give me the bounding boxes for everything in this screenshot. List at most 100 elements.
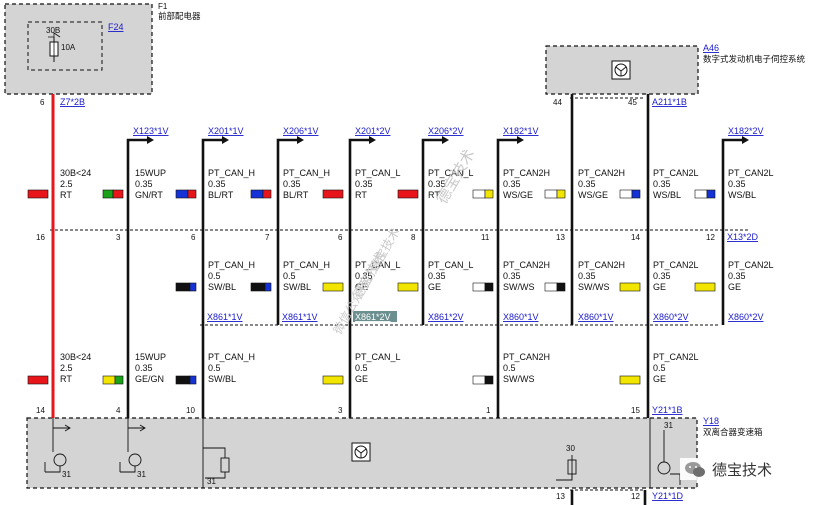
svg-text:15WUP: 15WUP <box>135 168 166 178</box>
svg-text:GN/RT: GN/RT <box>135 190 163 200</box>
svg-text:SW/BL: SW/BL <box>283 282 311 292</box>
svg-text:3: 3 <box>116 233 121 242</box>
svg-text:PT_CAN_H: PT_CAN_H <box>208 260 255 270</box>
connector-highlight <box>353 311 397 322</box>
svg-text:X860*1V: X860*1V <box>503 312 539 322</box>
svg-text:X860*1V: X860*1V <box>578 312 614 322</box>
connector-x182-1v[interactable]: X182*1V <box>503 126 539 136</box>
pin-numbers-mid: 16 3 6 7 6 8 11 13 14 12 <box>36 233 715 242</box>
svg-text:30B<24: 30B<24 <box>60 168 91 178</box>
svg-text:GE: GE <box>653 282 666 292</box>
svg-text:PT_CAN2L: PT_CAN2L <box>728 260 774 270</box>
connector-z7-2b[interactable]: Z7*2B <box>60 97 85 107</box>
gearbox-ground-1: 31 <box>62 470 71 479</box>
connector-x206-1v[interactable]: X206*1V <box>283 126 319 136</box>
connector-x201-2v[interactable]: X201*2V <box>355 126 391 136</box>
svg-text:0.35: 0.35 <box>428 271 446 281</box>
svg-text:15WUP: 15WUP <box>135 352 166 362</box>
fuse-panel-box[interactable] <box>4 3 153 95</box>
dme-pin-44: 44 <box>553 98 562 107</box>
connector-y21-1b[interactable]: Y21*1B <box>652 405 683 415</box>
svg-text:PT_CAN2H: PT_CAN2H <box>503 260 550 270</box>
svg-text:PT_CAN_H: PT_CAN_H <box>208 352 255 362</box>
dme-pin-45: 45 <box>628 98 637 107</box>
wire-lines <box>51 94 742 505</box>
svg-text:0.35: 0.35 <box>428 179 446 189</box>
connector-x206-2v[interactable]: X206*2V <box>428 126 464 136</box>
svg-text:GE: GE <box>728 282 741 292</box>
svg-text:RT: RT <box>60 374 72 384</box>
pin-top-left: 6 <box>40 98 45 107</box>
svg-text:WS/GE: WS/GE <box>578 190 608 200</box>
svg-text:PT_CAN2H: PT_CAN2H <box>578 260 625 270</box>
svg-text:0.35: 0.35 <box>355 179 373 189</box>
svg-text:0.35: 0.35 <box>208 179 226 189</box>
svg-text:WS/GE: WS/GE <box>503 190 533 200</box>
svg-text:BL/RT: BL/RT <box>283 190 309 200</box>
svg-text:PT_CAN2L: PT_CAN2L <box>653 168 699 178</box>
svg-text:6: 6 <box>338 233 343 242</box>
gearbox-tag-link[interactable]: Y18 <box>703 416 719 426</box>
svg-text:0.5: 0.5 <box>208 271 221 281</box>
dme-tag-link[interactable]: A46 <box>703 43 719 53</box>
connector-x201-1v[interactable]: X201*1V <box>208 126 244 136</box>
svg-text:3: 3 <box>338 406 343 415</box>
svg-text:SW/WS: SW/WS <box>578 282 610 292</box>
svg-text:RT: RT <box>428 190 440 200</box>
fuse-rating-label: 10A <box>61 43 76 52</box>
svg-text:PT_CAN_L: PT_CAN_L <box>428 260 474 270</box>
svg-text:10: 10 <box>186 406 195 415</box>
brand-text: 德宝技术 <box>712 461 772 479</box>
fuse-panel-name: 前部配电器 <box>158 11 201 22</box>
svg-text:X860*2V: X860*2V <box>728 312 764 322</box>
gearbox-ground-4: 31 <box>664 421 673 430</box>
svg-text:WS/BL: WS/BL <box>728 190 756 200</box>
svg-text:PT_CAN_L: PT_CAN_L <box>355 260 401 270</box>
svg-text:8: 8 <box>411 233 416 242</box>
svg-text:0.35: 0.35 <box>135 179 153 189</box>
connector-separators <box>50 97 750 491</box>
svg-text:PT_CAN_L: PT_CAN_L <box>355 352 401 362</box>
connector-y21-1d[interactable]: Y21*1D <box>652 491 684 501</box>
svg-text:PT_CAN2L: PT_CAN2L <box>728 168 774 178</box>
fuse-inner-box <box>27 21 103 71</box>
svg-text:16: 16 <box>36 233 45 242</box>
wire-color-chips-middle <box>175 282 716 292</box>
svg-text:BL/RT: BL/RT <box>208 190 234 200</box>
svg-text:14: 14 <box>36 406 45 415</box>
svg-text:PT_CAN2H: PT_CAN2H <box>578 168 625 178</box>
svg-text:0.35: 0.35 <box>578 179 596 189</box>
svg-text:0.35: 0.35 <box>728 271 746 281</box>
connector-x13-2d[interactable]: X13*2D <box>727 232 759 242</box>
svg-text:SW/WS: SW/WS <box>503 374 535 384</box>
gearbox-ground-2: 31 <box>137 470 146 479</box>
svg-text:SW/BL: SW/BL <box>208 282 236 292</box>
svg-text:13: 13 <box>556 233 565 242</box>
svg-text:GE/GN: GE/GN <box>135 374 164 384</box>
svg-text:0.35: 0.35 <box>503 179 521 189</box>
svg-text:2.5: 2.5 <box>60 179 73 189</box>
svg-text:0.5: 0.5 <box>653 363 666 373</box>
fuse-panel-tag-link[interactable]: F24 <box>108 22 124 32</box>
connector-labels-lower[interactable]: X861*1V X861*1V X861*2V X861*2V X860*1V … <box>207 312 764 322</box>
svg-text:PT_CAN_H: PT_CAN_H <box>283 260 330 270</box>
wire-labels-middle: PT_CAN_H 0.5 SW/BL PT_CAN_H 0.5 SW/BL PT… <box>208 260 774 292</box>
gearbox-pin-13: 13 <box>556 492 565 501</box>
svg-text:0.35: 0.35 <box>503 271 521 281</box>
svg-text:1: 1 <box>486 406 491 415</box>
svg-text:15: 15 <box>631 406 640 415</box>
svg-text:SW/BL: SW/BL <box>208 374 236 384</box>
connector-x123-1v[interactable]: X123*1V <box>133 126 169 136</box>
wire-color-chips-upper <box>27 189 716 199</box>
pin-numbers-bottom: 14 4 10 3 1 15 <box>36 406 640 415</box>
svg-text:GE: GE <box>355 282 368 292</box>
connector-x182-2v[interactable]: X182*2V <box>728 126 764 136</box>
gearbox-name: 双离合器变速箱 <box>703 427 763 438</box>
svg-text:WS/BL: WS/BL <box>653 190 681 200</box>
gearbox-control-unit-icon <box>351 442 371 462</box>
connector-a211-1b[interactable]: A211*1B <box>652 97 687 107</box>
svg-text:PT_CAN2H: PT_CAN2H <box>503 352 550 362</box>
svg-text:30B<24: 30B<24 <box>60 352 91 362</box>
svg-text:7: 7 <box>265 233 270 242</box>
